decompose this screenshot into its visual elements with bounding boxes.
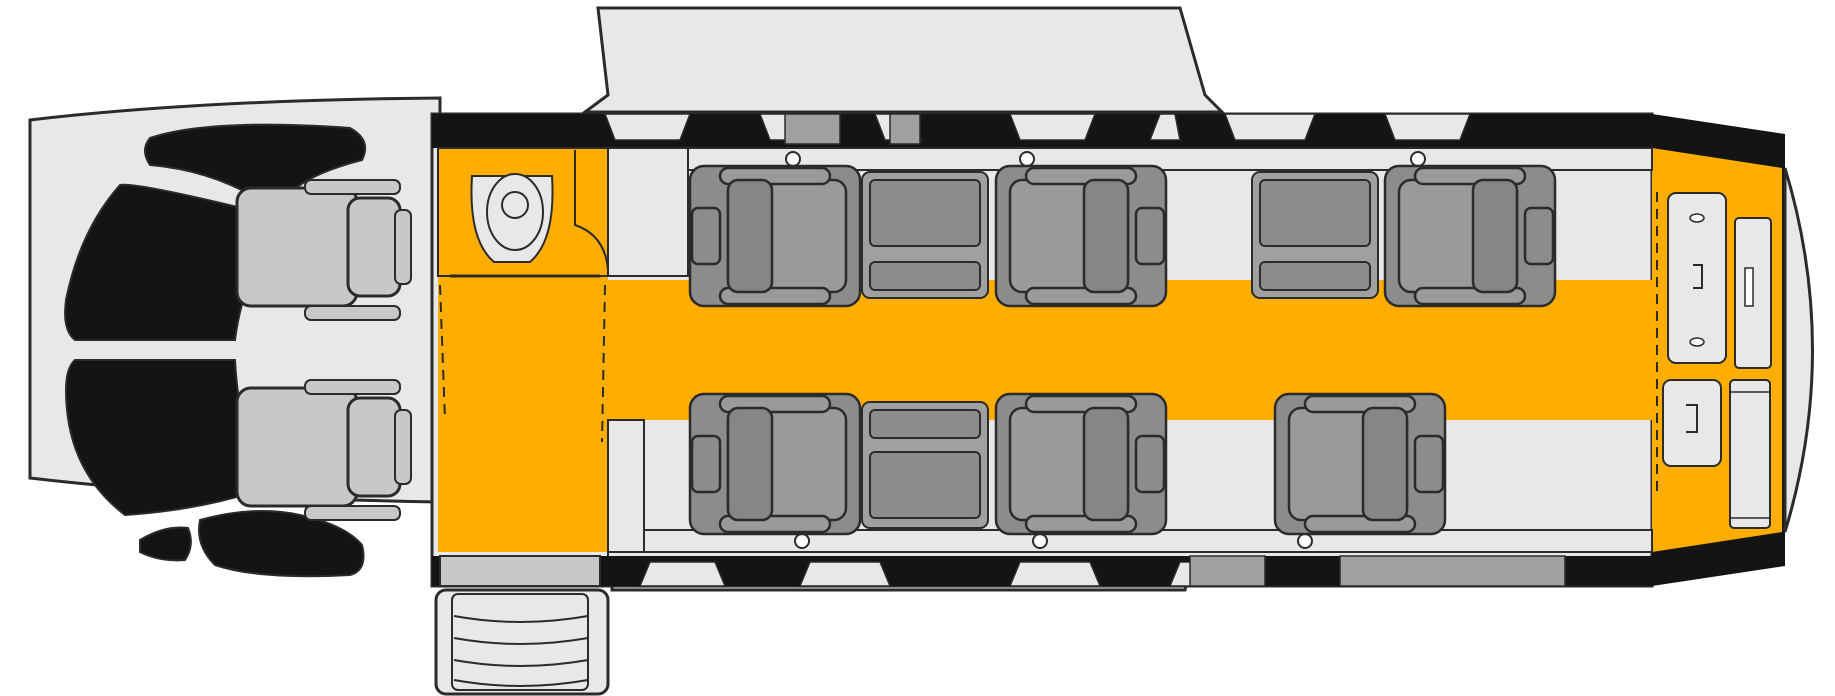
table-aft-top — [1251, 171, 1379, 299]
table-fwd-bottom — [861, 401, 989, 529]
pilot-seat-icon — [235, 179, 412, 321]
table-fwd-top — [861, 171, 989, 299]
passenger-seat-icon — [688, 164, 862, 308]
passenger-seats — [688, 164, 1557, 536]
passenger-seat-icon — [1383, 164, 1557, 308]
cockpit-window-small — [139, 526, 192, 562]
galley-unit-bottom — [607, 419, 645, 553]
pilot-seat-icon — [235, 379, 412, 521]
entry-threshold — [439, 555, 601, 587]
cockpit-window-left-upper — [64, 183, 259, 341]
cockpit-window-bottom — [198, 510, 365, 578]
bottom-panel-gray-1 — [1189, 555, 1266, 587]
ledge-fixtures — [785, 151, 1426, 549]
passenger-seat-icon — [688, 392, 862, 536]
door-dash-left — [439, 284, 446, 421]
passenger-seat-icon — [1273, 392, 1447, 536]
cockpit-window-left-lower — [64, 359, 262, 517]
cockpit-window-top — [144, 123, 366, 201]
passenger-seat-icon — [994, 164, 1168, 308]
bottom-panel-gray-2 — [1339, 555, 1566, 587]
baggage-compartment-2 — [1662, 379, 1771, 529]
lavatory-partition — [574, 150, 609, 271]
wing-top — [580, 6, 1226, 114]
top-panel-gray-2 — [889, 113, 921, 145]
toilet-icon — [470, 173, 554, 263]
airstair-icon — [434, 588, 610, 696]
tail-cap — [1783, 167, 1814, 533]
top-window-cutouts — [603, 113, 1472, 141]
passenger-seat-icon — [994, 392, 1168, 536]
top-panel-gray-1 — [784, 113, 841, 145]
door-dash-right — [601, 284, 606, 443]
baggage-compartment-1 — [1667, 192, 1772, 369]
galley-unit-top — [607, 147, 689, 277]
